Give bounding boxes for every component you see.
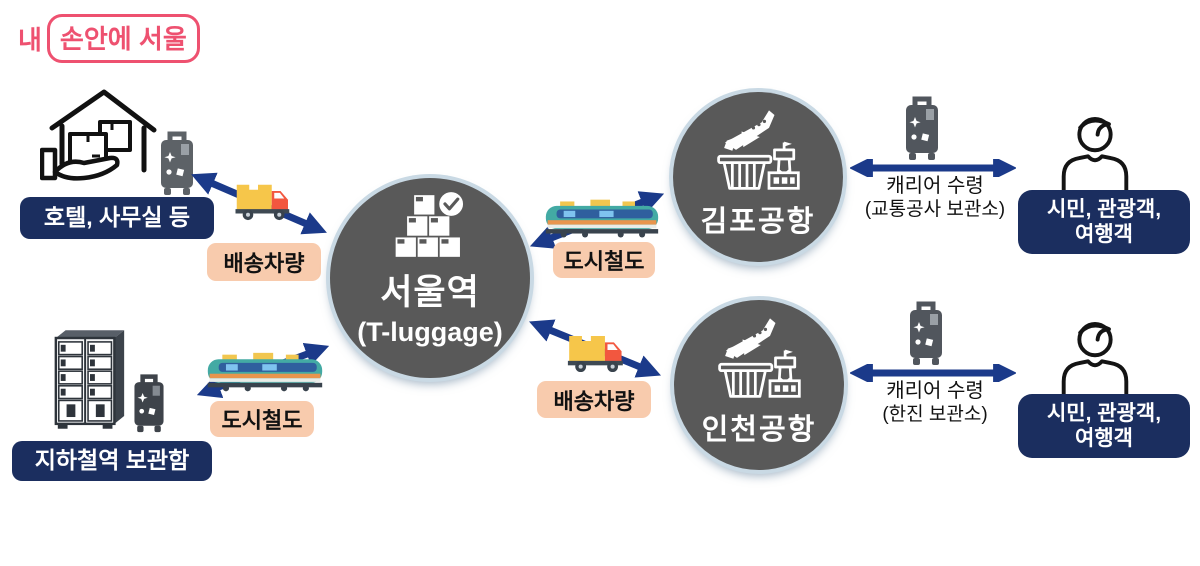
metro-train-icon: [545, 199, 659, 238]
delivery-vehicle-label-left: 배송차량: [207, 243, 321, 281]
incheon-airport-label: 인천공항: [701, 414, 817, 446]
delivery-truck-icon: [567, 335, 623, 373]
incheon-airport-node: 인천공항: [674, 300, 844, 470]
metro-train-icon: [207, 352, 323, 392]
site-logo: 내 손안에 서울: [18, 14, 200, 63]
double-arrow-incheon-passenger: [850, 364, 1016, 382]
person-icon: [1061, 322, 1129, 397]
suitcase-icon: [910, 301, 942, 365]
suitcase-icon: [134, 374, 164, 433]
passenger-gimpo-line1: 시민, 관광객,: [1046, 197, 1162, 221]
parcel-stack-check-icon: [395, 192, 464, 257]
gimpo-airport-node: 김포공항: [673, 92, 843, 262]
double-arrow-gimpo-passenger: [850, 159, 1016, 177]
house-delivery-icon: [40, 89, 157, 181]
logo-prefix: 내: [18, 25, 42, 55]
suitcase-icon: [161, 131, 193, 195]
pickup-incheon-line1: 캐리어 수령: [886, 380, 984, 402]
airport-icon: [718, 318, 801, 398]
passenger-incheon-line1: 시민, 관광객,: [1046, 401, 1162, 425]
logo-boxed-text: 손안에 서울: [46, 14, 200, 63]
hub-title: 서울역: [380, 273, 480, 312]
gimpo-airport-label: 김포공항: [700, 206, 816, 238]
delivery-truck-icon: [235, 184, 290, 221]
pickup-gimpo-line2: (교통공사 보관소): [864, 198, 1006, 220]
urban-rail-text-top: 도시철도: [563, 249, 645, 274]
passenger-incheon-line2: 여행객: [1075, 427, 1133, 450]
hub-subtitle: (T-luggage): [357, 317, 503, 347]
passenger-gimpo-line2: 여행객: [1075, 223, 1133, 246]
subway-locker-label: 지하철역 보관함: [12, 441, 212, 481]
urban-rail-label-left: 도시철도: [210, 401, 314, 437]
passenger-label-gimpo: 시민, 관광객, 여행객: [1018, 190, 1190, 254]
seoul-station-hub: 서울역 (T-luggage): [330, 178, 530, 378]
subway-locker-text: 지하철역 보관함: [34, 447, 190, 474]
pickup-incheon-line2: (한진 보관소): [882, 403, 988, 425]
passenger-label-incheon: 시민, 관광객, 여행객: [1018, 394, 1190, 458]
urban-rail-label-top: 도시철도: [553, 242, 655, 278]
person-icon: [1061, 117, 1129, 192]
airport-icon: [717, 110, 800, 190]
pickup-gimpo-line1: 캐리어 수령: [886, 175, 984, 197]
hotel-office-text: 호텔, 사무실 등: [43, 204, 191, 231]
delivery-vehicle-text-left: 배송차량: [223, 251, 305, 276]
locker-icon: [54, 330, 125, 429]
pickup-note-incheon: 캐리어 수령 (한진 보관소): [851, 380, 1019, 426]
hotel-office-label: 호텔, 사무실 등: [20, 197, 214, 239]
suitcase-icon: [906, 96, 938, 160]
delivery-vehicle-label-bottom: 배송차량: [537, 381, 651, 418]
urban-rail-text-left: 도시철도: [221, 408, 303, 433]
pickup-note-gimpo: 캐리어 수령 (교통공사 보관소): [851, 175, 1019, 221]
delivery-vehicle-text-bottom: 배송차량: [553, 388, 635, 414]
